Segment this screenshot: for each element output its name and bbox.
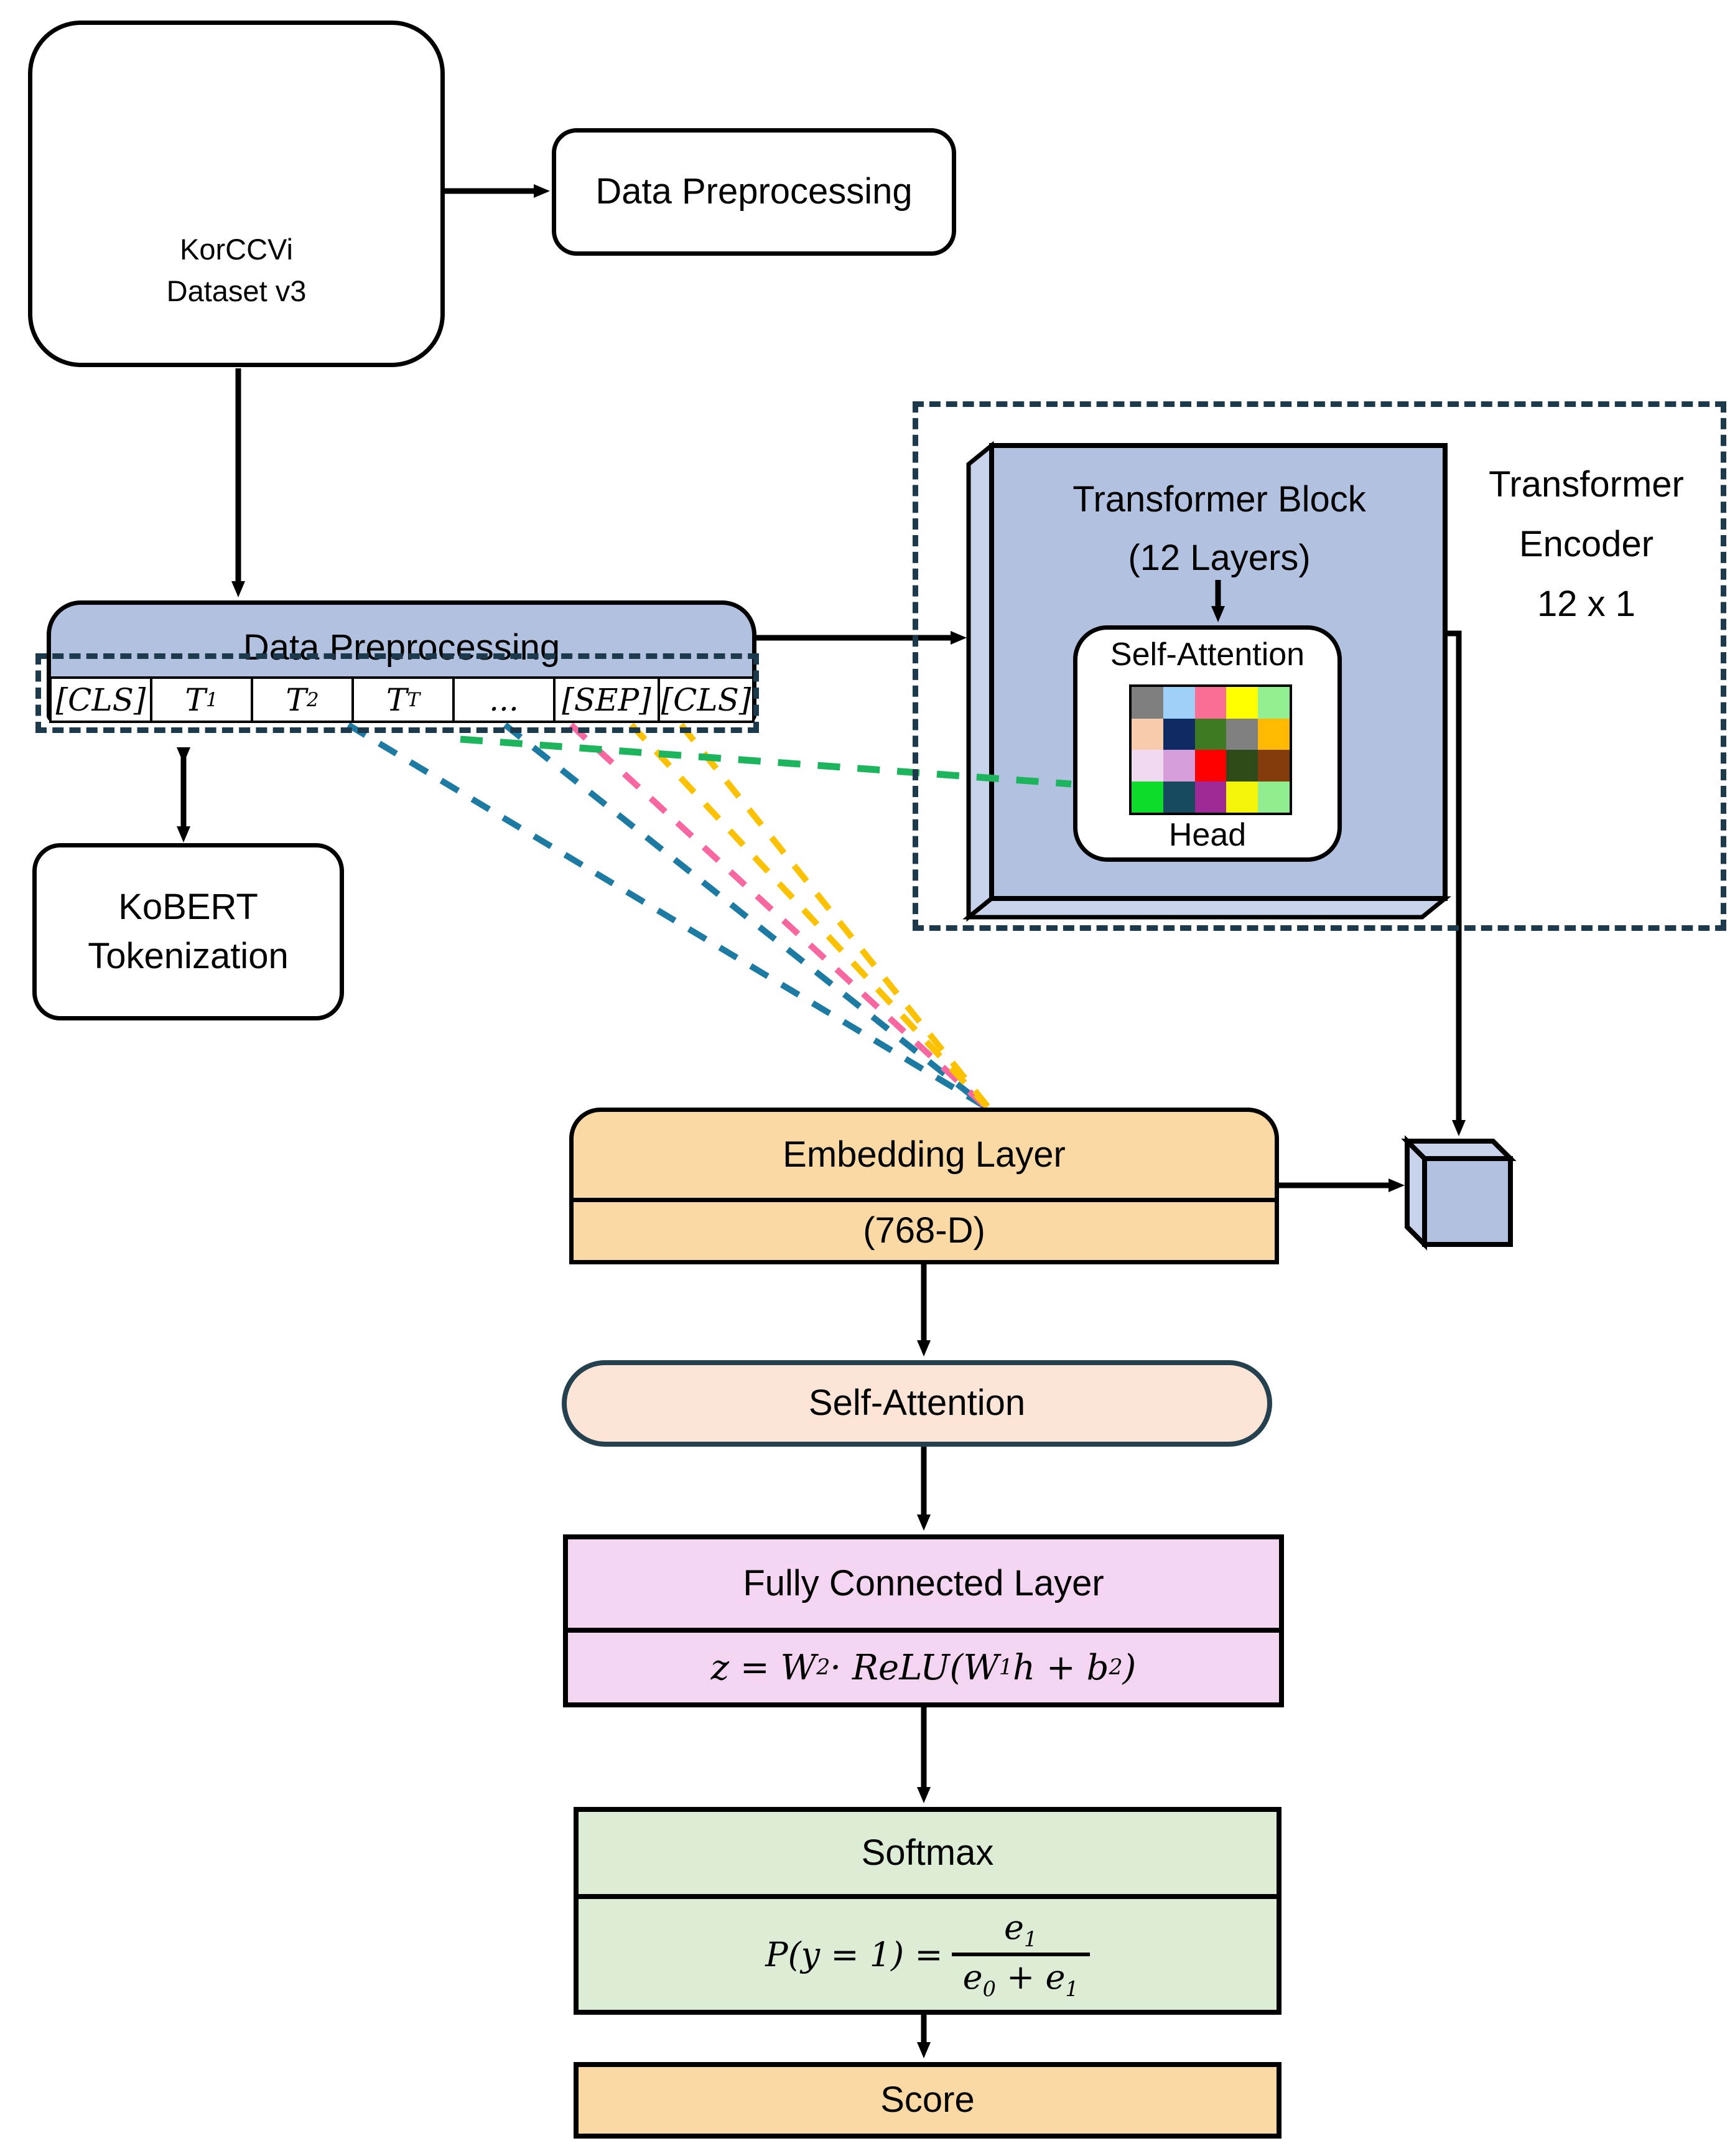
- attention-grid-cell: [1132, 750, 1163, 782]
- self-attention-head-title: Self-Attention: [1110, 637, 1305, 673]
- self-attention-head-bottom-label: Head: [1168, 817, 1247, 853]
- attention-grid-cell: [1226, 750, 1258, 782]
- token-ellipsis: ...: [452, 676, 556, 723]
- token-embedding-line-teal-2: [503, 722, 988, 1109]
- embedding-layer-title: Embedding Layer: [574, 1112, 1275, 1202]
- attention-grid-cell: [1194, 781, 1227, 813]
- transformer-block-subtitle: (12 Layers): [1128, 537, 1311, 578]
- embedding-cube-icon: [1401, 1135, 1517, 1251]
- token-cls-1: [CLS]: [49, 676, 152, 723]
- token-sep: [SEP]: [553, 676, 660, 723]
- arrow-encoder-output-to-cube: [1445, 630, 1466, 1136]
- fully-connected-layer-title: Fully Connected Layer: [568, 1539, 1279, 1633]
- attention-head-color-grid: [1129, 684, 1292, 815]
- attention-grid-cell: [1194, 718, 1227, 750]
- attention-grid-cell: [1258, 781, 1290, 813]
- score-box: Score: [574, 2062, 1281, 2139]
- attention-grid-cell: [1194, 687, 1227, 719]
- attention-grid-cell: [1132, 687, 1163, 719]
- attention-grid-cell: [1163, 750, 1195, 782]
- softmax-title: Softmax: [579, 1812, 1277, 1899]
- attention-grid-cell: [1163, 781, 1195, 813]
- token-embedding-line-teal-1: [347, 722, 987, 1109]
- attention-grid-cell: [1258, 718, 1290, 750]
- attention-grid-cell: [1163, 687, 1195, 719]
- attention-grid-cell: [1194, 750, 1227, 782]
- transformer-encoder-dashed-box: [913, 401, 1726, 931]
- transformer-block-title: Transformer Block: [1072, 478, 1366, 520]
- attention-grid-cell: [1226, 718, 1258, 750]
- softmax-fraction: e1 e0 + e1: [951, 1908, 1090, 2001]
- token-cls-2: [CLS]: [658, 676, 755, 723]
- data-preprocessing-top-box: Data Preprocessing: [552, 128, 956, 256]
- dataset-box: [28, 21, 445, 367]
- embedding-layer-dimension: (768-D): [863, 1210, 985, 1251]
- dataset-label: KorCCVi Dataset v3: [166, 233, 307, 307]
- attention-grid-cell: [1226, 781, 1258, 813]
- attention-grid-cell: [1226, 687, 1258, 719]
- embedding-layer-box: Embedding Layer (768-D): [569, 1108, 1279, 1264]
- softmax-formula: P(y = 1) = e1 e0 + e1: [579, 1899, 1277, 2010]
- attention-grid-cell: [1132, 781, 1163, 813]
- softmax-box: Softmax P(y = 1) = e1 e0 + e1: [574, 1807, 1281, 2015]
- attention-grid-cell: [1132, 718, 1163, 750]
- token-embedding-line-gold-2: [679, 722, 991, 1110]
- token-embedding-line-pink: [569, 722, 989, 1110]
- attention-grid-cell: [1258, 687, 1290, 719]
- attention-grid-cell: [1163, 718, 1195, 750]
- self-attention-pill: Self-Attention: [562, 1360, 1272, 1447]
- token-embedding-line-gold-1: [629, 722, 990, 1109]
- attention-grid-cell: [1258, 750, 1290, 782]
